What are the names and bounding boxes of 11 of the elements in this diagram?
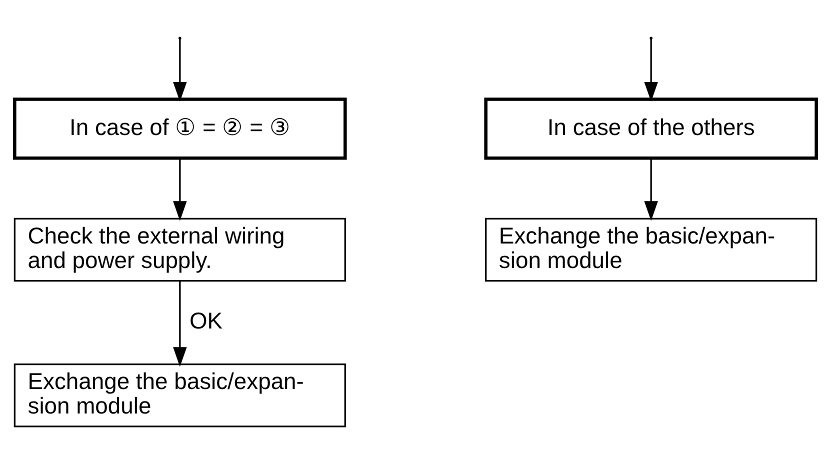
node-box: Exchange the basic/expan- sion module	[14, 363, 346, 428]
arrow	[644, 38, 658, 102]
arrow	[173, 158, 187, 221]
arrow	[173, 38, 187, 102]
arrow	[173, 280, 187, 367]
node-box: In case of the others	[484, 98, 818, 160]
node-box: Exchange the basic/expan- sion module	[485, 218, 818, 282]
arrow	[644, 158, 658, 221]
node-box: In case of ① = ② = ③	[13, 98, 347, 160]
node-box: Check the external wiring and power supply.	[14, 218, 346, 282]
edge-label: OK	[189, 308, 223, 334]
